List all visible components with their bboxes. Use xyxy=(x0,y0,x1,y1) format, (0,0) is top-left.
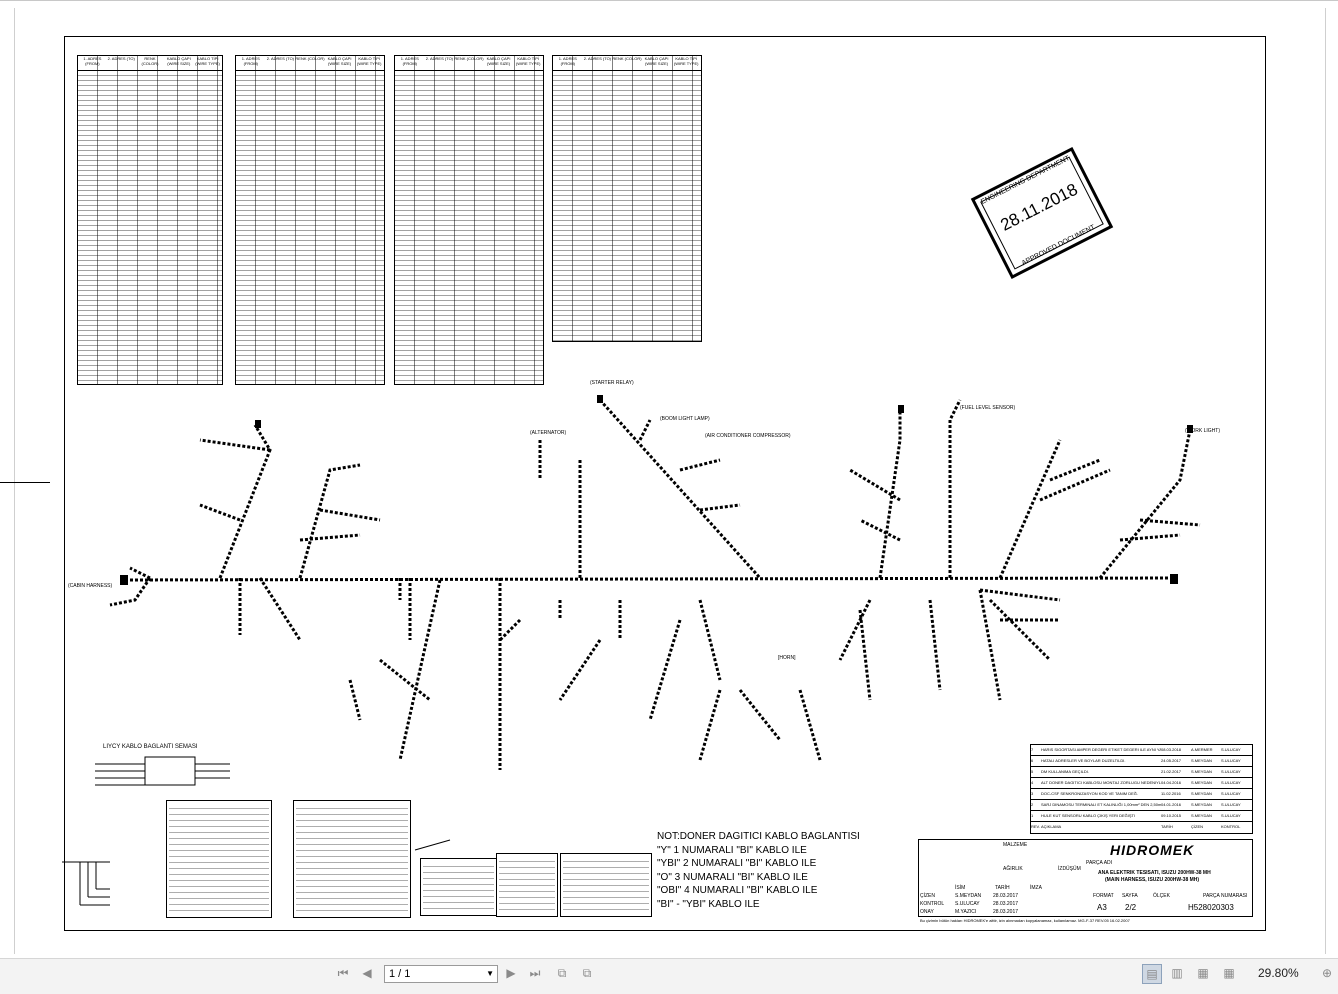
onay-label: ONAY xyxy=(920,909,934,915)
continuous-facing-icon[interactable]: ▦ xyxy=(1223,966,1235,980)
onay-date: 28.03.2017 xyxy=(993,909,1019,915)
cizen-label: ÇİZEN xyxy=(920,893,935,899)
diagram-label: [HORN] xyxy=(778,655,796,661)
parca-adi-label: PARÇA ADI xyxy=(1086,860,1113,866)
last-page-icon[interactable]: ⏭ xyxy=(529,966,541,980)
malzeme-label: MALZEME xyxy=(1003,842,1028,848)
diagram-label: (AIR CONDITIONER COMPRESSOR) xyxy=(705,433,791,439)
note-line: "OBI" 4 NUMARALI "BI" KABLO ILE xyxy=(657,885,818,896)
harness-diagram xyxy=(62,395,1201,906)
format-value: A3 xyxy=(1097,903,1107,912)
wire-table-3: 1. ADRES (FROM)2. ADRES (TO)RENK (COLOR)… xyxy=(394,55,544,385)
sayfa-label: SAYFA xyxy=(1122,893,1138,899)
chevron-down-icon[interactable]: ▼ xyxy=(486,969,494,978)
kontrol-date: 28.03.2017 xyxy=(993,901,1019,907)
drawing-title-en: (MAIN HARNESS, ISUZU 200HW-38 MH) xyxy=(1105,877,1200,883)
hidromek-logo: HIDROMEK xyxy=(1110,842,1195,858)
zoom-level[interactable]: 29.80% xyxy=(1258,966,1299,980)
legend-box-4 xyxy=(496,853,558,917)
diagram-label: (CABIN HARNESS) xyxy=(68,583,113,589)
note-line: "Y" 1 NUMARALI "BI" KABLO ILE xyxy=(657,844,807,856)
onay-name: M.YAZICI xyxy=(955,909,977,915)
note-title: NOT:DONER DAGITICI KABLO BAGLANTISI xyxy=(657,831,860,842)
legend-box-3 xyxy=(420,858,497,916)
title-block xyxy=(918,839,1253,917)
note-line: "YBI" 2 NUMARALI "BI" KABLO ILE xyxy=(657,858,817,869)
imza-label: İMZA xyxy=(1030,885,1042,891)
single-page-icon[interactable]: ▤ xyxy=(1142,964,1162,984)
rotate-right-icon[interactable]: ⧉ xyxy=(582,966,592,980)
sayfa-value: 2/2 xyxy=(1125,903,1137,912)
wire-table-2: 1. ADRES (FROM)2. ADRES (TO)RENK (COLOR)… xyxy=(235,55,385,385)
wire-table-4: 1. ADRES (FROM)2. ADRES (TO)RENK (COLOR)… xyxy=(552,55,702,342)
diagram-label: (ALTERNATOR) xyxy=(530,430,567,436)
document-viewer: 1. ADRES (FROM)2. ADRES (TO)RENK (COLOR)… xyxy=(0,0,1338,954)
previous-page-icon[interactable]: ◀ xyxy=(362,966,372,980)
legend-box-1 xyxy=(166,800,272,918)
viewer-toolbar: ⏮ ◀ 1 / 1 ▼ ▶ ⏭ ⧉ ⧉ ▤ ▥ ▦ ▦ 29.80% ⊕ xyxy=(0,958,1338,994)
diagram-label: (STARTER RELAY) xyxy=(590,380,634,386)
legend-box-2 xyxy=(293,800,411,918)
rotate-left-icon[interactable]: ⧉ xyxy=(557,966,567,980)
kontrol-name: S.ULUCAY xyxy=(955,901,980,907)
cizen-date: 28.03.2017 xyxy=(993,893,1019,899)
viewer-top-border xyxy=(0,0,1338,1)
diagram-label: (WORK LIGHT) xyxy=(1185,428,1220,434)
lycy-title: LIYCY KABLO BAGLANTI SEMASI xyxy=(103,744,198,750)
parca-no-label: PARÇA NUMARASI xyxy=(1203,893,1248,899)
wire-table-1: 1. ADRES (FROM)2. ADRES (TO)RENK (COLOR)… xyxy=(77,55,223,385)
copyright-footer: Bu çizimin bütün hakları HIDROMEK'e aitt… xyxy=(920,918,1130,923)
note-line: "BI" - "YBI" KABLO ILE xyxy=(657,898,760,910)
tarih-label: TARİH xyxy=(995,885,1010,891)
page-number-field[interactable]: 1 / 1 ▼ xyxy=(384,965,498,983)
diagram-label: (FUEL LEVEL SENSOR) xyxy=(960,405,1016,411)
first-page-icon[interactable]: ⏮ xyxy=(337,966,349,980)
legend-box-5 xyxy=(560,853,652,917)
parca-no-value: H528020303 xyxy=(1188,903,1234,912)
page-number-value: 1 / 1 xyxy=(389,968,411,980)
continuous-page-icon[interactable]: ▥ xyxy=(1171,966,1183,980)
kontrol-label: KONTROL xyxy=(920,901,945,907)
page-edge-mark xyxy=(0,482,50,483)
facing-pages-icon[interactable]: ▦ xyxy=(1197,966,1209,980)
drawing-frame xyxy=(64,36,1266,931)
cizen-name: S.MEYDAN xyxy=(955,893,982,899)
agirlik-label: AĞIRLIK xyxy=(1003,866,1023,872)
isim-label: İSİM xyxy=(955,885,966,891)
diagram-label: (BOOM LIGHT LAMP) xyxy=(660,416,710,422)
drawing-title-tr: ANA ELEKTRIK TESISATI, ISUZU 200HW-38 MH xyxy=(1098,870,1211,876)
note-line: "O" 3 NUMARALI "BI" KABLO ILE xyxy=(657,871,808,883)
rotary-distributor-note: NOT:DONER DAGITICI KABLO BAGLANTISI "Y" … xyxy=(657,830,860,911)
izdusum-label: İZDÜŞÜM xyxy=(1058,866,1081,872)
olcek-label: ÖLÇEK xyxy=(1153,893,1170,899)
zoom-menu-icon[interactable]: ⊕ xyxy=(1321,966,1333,980)
next-page-icon[interactable]: ▶ xyxy=(506,966,516,980)
format-label: FORMAT xyxy=(1093,893,1114,899)
